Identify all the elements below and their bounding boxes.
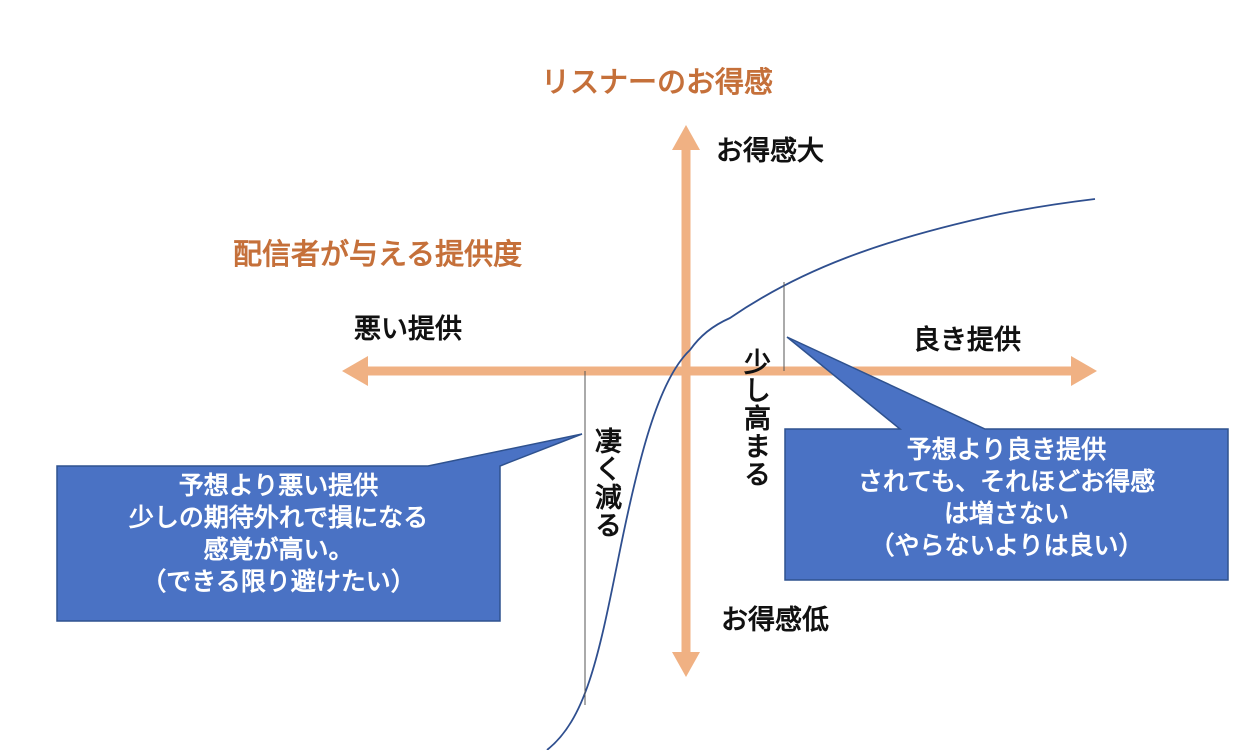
axes xyxy=(342,125,1097,677)
left-callout-line: （できる限り避けたい） xyxy=(141,567,416,596)
left-callout-line: 予想より悪い提供 xyxy=(178,471,379,500)
right-callout-text: 予想より良き提供 されても、それほどお得感 は増さない （やらないよりは良い） xyxy=(785,434,1228,562)
left-arrowhead xyxy=(342,356,368,386)
diagram-title: リスナーのお得感 xyxy=(541,65,774,99)
right-callout-line: は増さない xyxy=(943,499,1069,528)
value-curve xyxy=(546,198,1096,750)
top-arrowhead xyxy=(672,125,700,150)
bottom-arrowhead xyxy=(672,652,700,677)
right-callout-box xyxy=(784,336,1229,581)
right-callout-line: 予想より良き提供 xyxy=(906,435,1107,464)
right-arrowhead xyxy=(1071,356,1097,386)
positive-marker-label: 少し高まる xyxy=(739,348,770,488)
y-axis-bottom-label: お得感低 xyxy=(721,605,829,636)
right-callout-line: （やらないよりは良い） xyxy=(869,531,1144,560)
x-axis-left-label: 悪い提供 xyxy=(354,314,462,345)
left-callout-text: 予想より悪い提供 少しの期待外れで損になる 感覚が高い。 （できる限り避けたい） xyxy=(57,470,500,598)
right-callout-line: されても、それほどお得感 xyxy=(857,467,1156,496)
diagram-subtitle: 配信者が与える提供度 xyxy=(233,237,523,271)
left-callout-box xyxy=(56,433,583,622)
left-callout-line: 感覚が高い。 xyxy=(203,535,354,564)
left-callout-line: 少しの期待外れで損になる xyxy=(128,503,429,532)
negative-marker-label: 凄く減る xyxy=(590,427,621,539)
y-axis-top-label: お得感大 xyxy=(716,136,824,167)
x-axis-right-label: 良き提供 xyxy=(913,325,1021,356)
